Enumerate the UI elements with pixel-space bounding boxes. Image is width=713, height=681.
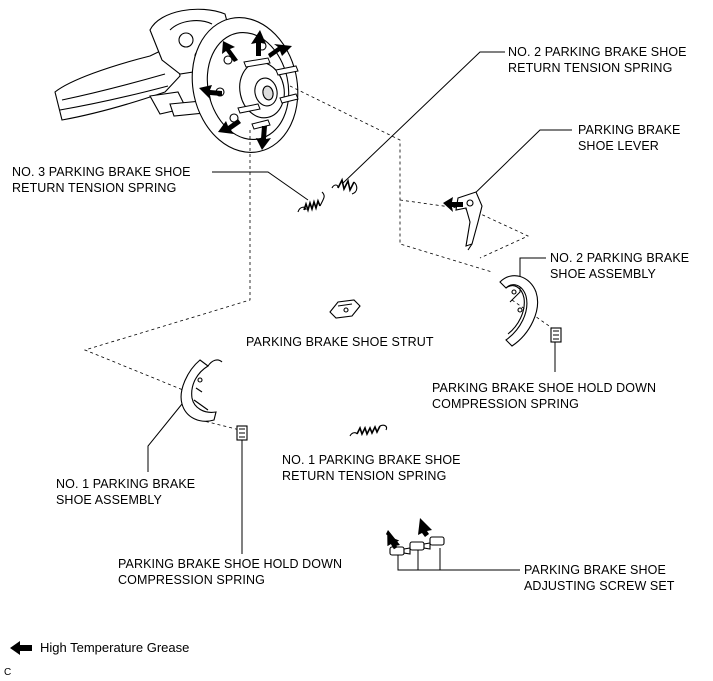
no2-parking-brake-shoe-assembly xyxy=(499,275,539,347)
label-no1-return-tension-spring: NO. 1 PARKING BRAKE SHOE RETURN TENSION … xyxy=(282,453,461,483)
parking-brake-shoe-adjusting-screw-set xyxy=(389,536,445,556)
label-no1-parking-brake-shoe-assembly: NO. 1 PARKING BRAKE SHOE ASSEMBLY xyxy=(56,477,196,507)
grease-arrow-icon xyxy=(10,641,32,655)
label-parking-brake-shoe-strut: PARKING BRAKE SHOE STRUT xyxy=(246,335,434,349)
legend-high-temperature-grease: High Temperature Grease xyxy=(40,640,190,655)
no3-return-tension-spring xyxy=(297,191,325,213)
no2-return-tension-spring xyxy=(331,177,358,195)
hold-down-compression-spring-right xyxy=(550,327,562,343)
label-no3-return-tension-spring: NO. 3 PARKING BRAKE SHOE RETURN TENSION … xyxy=(12,165,191,195)
label-no2-parking-brake-shoe-assembly: NO. 2 PARKING BRAKE SHOE ASSEMBLY xyxy=(550,251,690,281)
label-parking-brake-shoe-lever: PARKING BRAKE SHOE LEVER xyxy=(578,123,681,153)
dashed-guide-lines xyxy=(83,85,553,431)
label-hold-down-compression-spring-bottom: PARKING BRAKE SHOE HOLD DOWN COMPRESSION… xyxy=(118,557,343,587)
parking-brake-shoe-lever xyxy=(455,191,483,251)
parking-brake-shoe-strut xyxy=(329,299,361,319)
no1-return-tension-spring xyxy=(349,424,388,437)
no1-parking-brake-shoe-assembly xyxy=(180,359,223,422)
label-no2-return-tension-spring: NO. 2 PARKING BRAKE SHOE RETURN TENSION … xyxy=(508,45,687,75)
label-adjusting-screw-set: PARKING BRAKE SHOE ADJUSTING SCREW SET xyxy=(524,563,675,593)
figure-code: C xyxy=(4,667,12,678)
leader-lines xyxy=(147,51,572,571)
grease-arrow-icon xyxy=(199,30,292,150)
label-hold-down-compression-spring-right: PARKING BRAKE SHOE HOLD DOWN COMPRESSION… xyxy=(432,381,657,411)
grease-arrow-icon xyxy=(443,197,463,212)
hold-down-compression-spring-bottom xyxy=(236,425,248,441)
grease-arrow-icon xyxy=(386,518,432,550)
axle-carrier-assembly xyxy=(54,8,299,153)
